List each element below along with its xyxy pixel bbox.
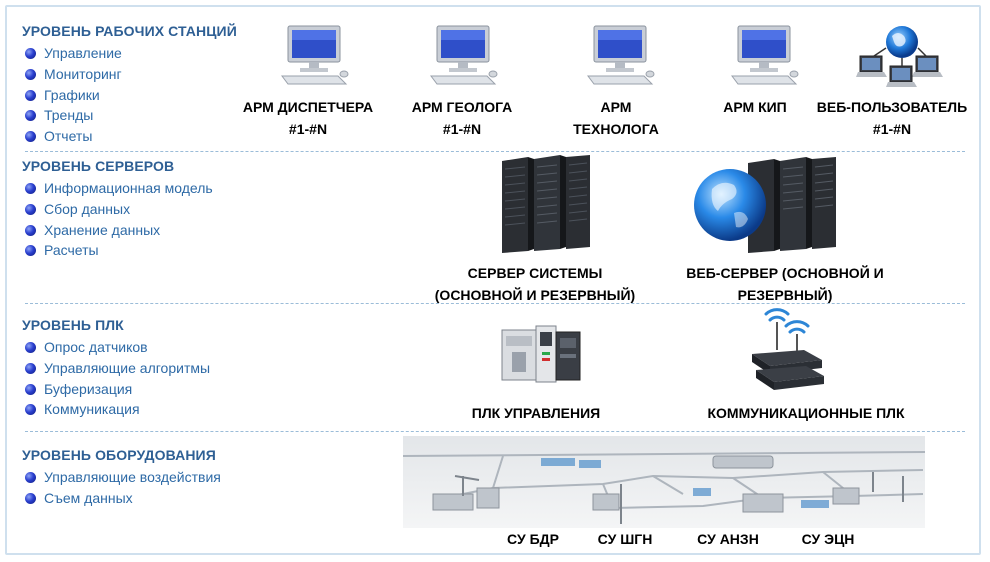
list-item: Опрос датчиков bbox=[22, 337, 210, 358]
bullet-icon bbox=[25, 383, 36, 395]
bullet-icon bbox=[25, 224, 36, 236]
node-caption: АРМ ДИСПЕТЧЕРА#1-#N bbox=[242, 99, 374, 137]
bullet-icon bbox=[25, 89, 36, 101]
bullet-icon bbox=[25, 404, 36, 416]
server-rack-icon bbox=[502, 155, 590, 253]
level-title: УРОВЕНЬ СЕРВЕРОВ bbox=[22, 158, 175, 174]
bullet-icon bbox=[25, 342, 36, 353]
bullet-icon bbox=[25, 472, 36, 483]
level-title: УРОВЕНЬ РАБОЧИХ СТАНЦИЙ bbox=[22, 23, 237, 39]
bullet-icon bbox=[25, 110, 36, 122]
list-item: Графики bbox=[22, 85, 237, 106]
list-item: Управляющие алгоритмы bbox=[22, 358, 210, 379]
bullet-icon bbox=[25, 203, 36, 215]
oilfield-equipment-illustration bbox=[403, 436, 925, 528]
list-item: Сбор данных bbox=[22, 199, 213, 220]
list-item: Информационная модель bbox=[22, 178, 213, 199]
list-item: Тренды bbox=[22, 105, 237, 126]
equipment-label: СУ АНЗН bbox=[697, 531, 759, 547]
level-title: УРОВЕНЬ ПЛК bbox=[22, 317, 124, 333]
node-caption: СЕРВЕР СИСТЕМЫ(ОСНОВНОЙ И РЕЗЕРВНЫЙ) bbox=[434, 265, 636, 303]
level-divider bbox=[25, 303, 965, 304]
workstation-computer-icon bbox=[587, 25, 655, 85]
plc-controller-icon bbox=[501, 325, 581, 383]
node-caption: ПЛК УПРАВЛЕНИЯ bbox=[471, 405, 601, 421]
level-equipment: УРОВЕНЬ ОБОРУДОВАНИЯ Управляющие воздейс… bbox=[22, 447, 221, 509]
workstation-computer-icon bbox=[281, 25, 349, 85]
bullet-icon bbox=[25, 492, 36, 504]
list-item: Съем данных bbox=[22, 488, 221, 509]
node-caption: АРМ ГЕОЛОГА#1-#N bbox=[411, 99, 513, 137]
equipment-label: СУ ЭЦН bbox=[801, 531, 855, 547]
list-item: Управляющие воздействия bbox=[22, 467, 221, 488]
workstation-computer-icon bbox=[731, 25, 799, 85]
equipment-label: СУ БДР bbox=[507, 531, 559, 547]
list-item: Мониторинг bbox=[22, 64, 237, 85]
bullet-icon bbox=[25, 48, 36, 59]
level-divider bbox=[25, 151, 965, 152]
web-server-globe-icon bbox=[694, 157, 836, 253]
level-title: УРОВЕНЬ ОБОРУДОВАНИЯ bbox=[22, 447, 216, 463]
equipment-label: СУ ШГН bbox=[597, 531, 653, 547]
list-item: Коммуникация bbox=[22, 399, 210, 420]
node-caption: КОММУНИКАЦИОННЫЕ ПЛК bbox=[707, 405, 905, 421]
level-plc: УРОВЕНЬ ПЛК Опрос датчиков Управляющие а… bbox=[22, 317, 210, 420]
level-divider bbox=[25, 431, 965, 432]
list-item: Отчеты bbox=[22, 126, 237, 147]
level-servers: УРОВЕНЬ СЕРВЕРОВ Информационная модель С… bbox=[22, 158, 213, 261]
diagram-frame bbox=[5, 5, 981, 555]
bullet-icon bbox=[25, 68, 36, 80]
list-item: Буферизация bbox=[22, 379, 210, 400]
bullet-icon bbox=[25, 131, 36, 143]
bullet-icon bbox=[25, 362, 36, 374]
list-item: Расчеты bbox=[22, 240, 213, 261]
list-item: Хранение данных bbox=[22, 220, 213, 241]
node-caption: АРМ КИП bbox=[723, 99, 787, 115]
communication-plc-router-icon bbox=[752, 308, 824, 390]
level-workstations: УРОВЕНЬ РАБОЧИХ СТАНЦИЙ Управление Монит… bbox=[22, 23, 237, 147]
node-caption: ВЕБ-ПОЛЬЗОВАТЕЛЬ#1-#N bbox=[816, 99, 968, 137]
bullet-icon bbox=[25, 183, 36, 194]
bullet-icon bbox=[25, 245, 36, 257]
web-user-globe-icon bbox=[856, 26, 943, 87]
workstation-computer-icon bbox=[430, 25, 498, 85]
list-item: Управление bbox=[22, 43, 237, 64]
